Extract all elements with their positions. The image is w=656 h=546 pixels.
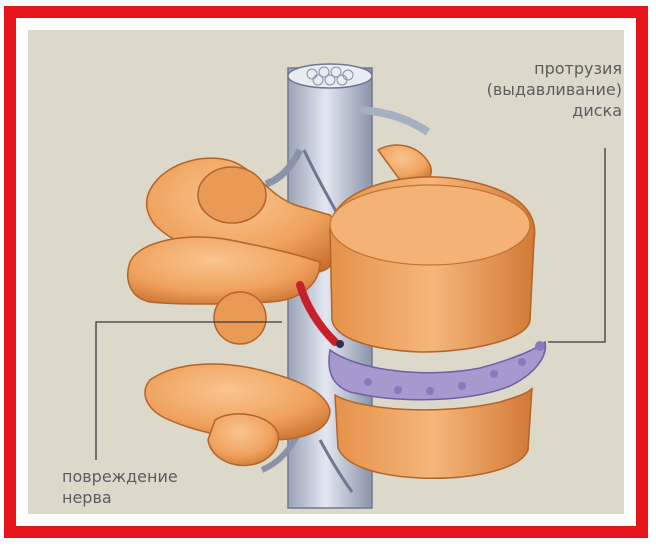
nerve-damage-label: повреждение нерва xyxy=(62,466,178,508)
vertebral-body-upper xyxy=(330,177,535,352)
protrusion-label-line1: протрузия xyxy=(487,58,622,79)
protrusion-label-line3: диска xyxy=(487,100,622,121)
nerve-damage-label-line1: повреждение xyxy=(62,466,178,487)
protrusion-label-line2: (выдавливание) xyxy=(487,79,622,100)
leader-line-protrusion xyxy=(548,148,605,342)
protrusion-label: протрузия (выдавливание) диска xyxy=(487,58,622,121)
nerve-damage-label-line2: нерва xyxy=(62,487,178,508)
